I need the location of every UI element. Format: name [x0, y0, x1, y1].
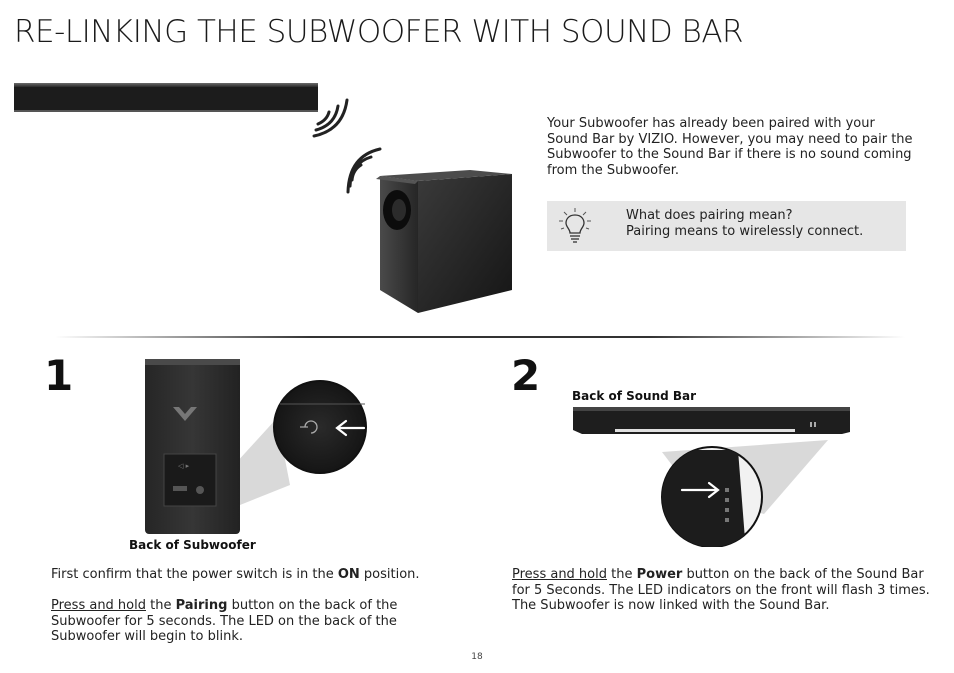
sound-bar-back-illustration: [573, 407, 850, 547]
vizio-logo-icon: [173, 407, 197, 421]
subwoofer-image: [376, 170, 512, 313]
step-1-number: 1: [44, 351, 74, 400]
section-divider: [55, 336, 905, 338]
hero-illustration: [14, 83, 512, 313]
lightbulb-icon: [559, 208, 591, 243]
page-number: 18: [471, 652, 483, 662]
subwoofer-back-illustration: ◁ ▸: [145, 359, 367, 534]
sound-bar-image: [14, 83, 318, 112]
subwoofer-caption: Back of Subwoofer: [129, 538, 256, 552]
pairing-button-icon: [304, 420, 318, 434]
tip-text: What does pairing mean? Pairing means to…: [626, 208, 863, 240]
page-title: RE-LINKING THE SUBWOOFER WITH SOUND BAR: [14, 14, 744, 50]
wireless-waves-icon: [312, 98, 382, 194]
arrow-right-icon: [680, 481, 720, 499]
tip-question: What does pairing mean?: [626, 208, 793, 223]
subwoofer-back-image: ◁ ▸: [145, 359, 240, 534]
sound-bar-back-image: [573, 407, 850, 434]
intro-paragraph: Your Subwoofer has already been paired w…: [547, 116, 913, 178]
arrow-left-icon: [335, 419, 366, 437]
tip-box: What does pairing mean? Pairing means to…: [547, 201, 906, 251]
svg-text:◁ ▸: ◁ ▸: [178, 462, 190, 470]
step-2-paragraph: Press and hold the Power button on the b…: [512, 567, 930, 613]
pairing-button-zoom: [273, 380, 367, 474]
step-1-paragraph-1: First confirm that the power switch is i…: [51, 567, 420, 582]
step-1-paragraph-2: Press and hold the Pairing button on the…: [51, 598, 398, 644]
step-2-number: 2: [511, 351, 541, 400]
sound-bar-caption: Back of Sound Bar: [572, 389, 697, 403]
tip-answer: Pairing means to wirelessly connect.: [626, 224, 864, 239]
power-button-zoom: [661, 446, 763, 547]
